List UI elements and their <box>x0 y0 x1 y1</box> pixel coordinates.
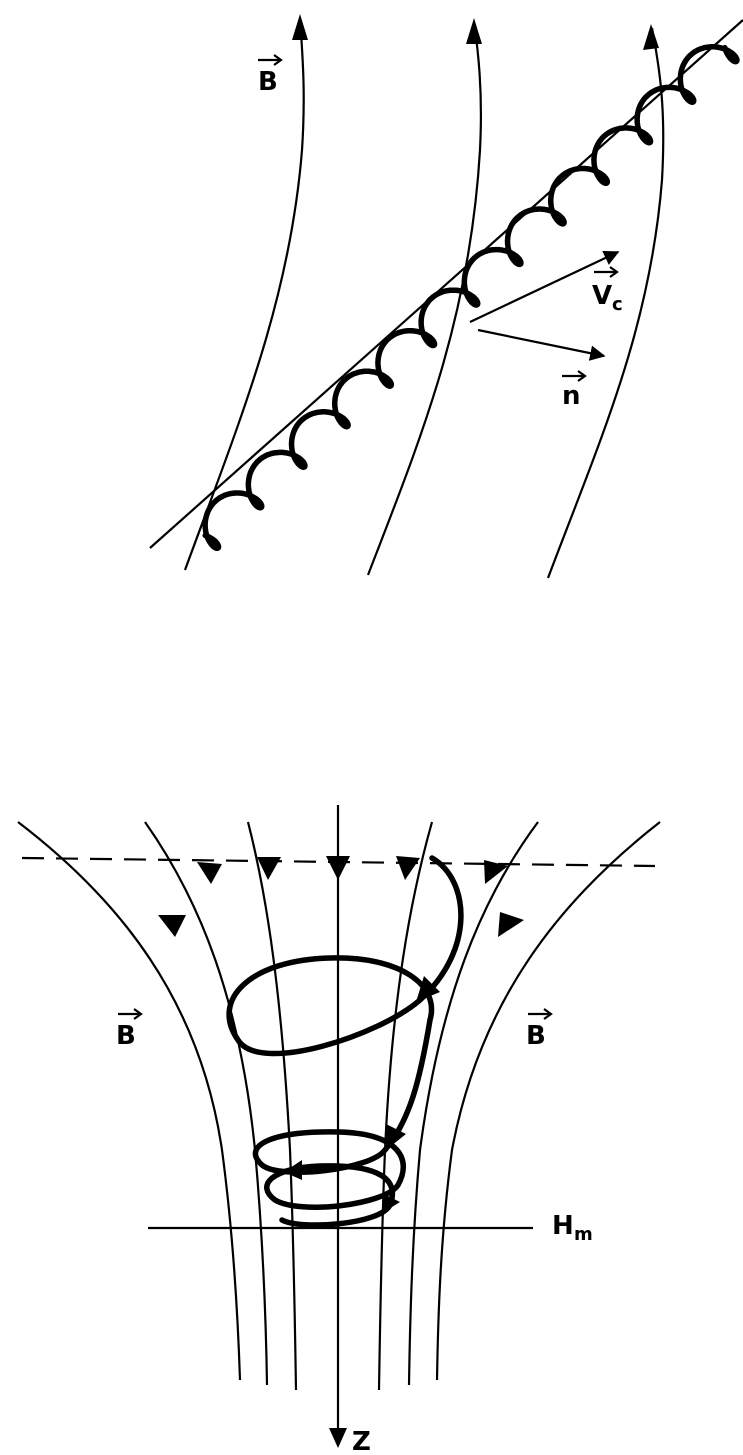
z-axis-arrowhead <box>329 1428 347 1448</box>
field-line-left-2 <box>144 821 269 1386</box>
vc-label-text: V <box>592 281 612 311</box>
field-arrow-4 <box>326 856 350 880</box>
field-line-left-3 <box>246 821 298 1391</box>
field-arrow-3 <box>257 857 281 880</box>
field-line-3-arrow <box>643 24 659 50</box>
field-line-outer-left <box>17 821 242 1381</box>
helical-trajectory <box>202 44 740 552</box>
field-line-2 <box>366 21 482 576</box>
trajectory-arrow-2 <box>386 1124 406 1150</box>
trajectory-arrow-1 <box>416 976 440 1002</box>
field-line-2-arrow <box>466 18 482 44</box>
b-label-left: B <box>116 1008 143 1051</box>
b-label-top-text: B <box>258 67 278 97</box>
hm-label-subscript: m <box>574 1224 593 1245</box>
field-arrow-1 <box>158 915 186 937</box>
hm-label-text: H <box>552 1211 574 1241</box>
field-arrow-2 <box>197 862 222 884</box>
trajectory-arrow-4 <box>284 1160 302 1180</box>
field-line-1 <box>183 17 305 571</box>
b-label-left-text: B <box>116 1021 136 1051</box>
top-diagram: B V c n <box>149 14 743 579</box>
guiding-center-line <box>149 19 743 549</box>
field-arrow-6 <box>484 860 508 884</box>
n-vector <box>477 328 606 361</box>
b-label-top: B <box>258 54 283 97</box>
field-line-right-2 <box>407 821 539 1386</box>
field-arrow-7 <box>498 912 524 937</box>
z-label: Z <box>352 1427 371 1455</box>
vc-label-subscript: c <box>612 294 623 315</box>
vc-label: V c <box>592 266 623 315</box>
bottom-diagram: B B H m Z <box>17 805 661 1455</box>
n-label-text: n <box>562 381 581 411</box>
field-line-3 <box>546 27 665 579</box>
field-line-outer-right <box>435 821 661 1381</box>
hm-label: H m <box>552 1211 593 1245</box>
field-line-1-arrow <box>292 14 308 40</box>
spiral-trajectory <box>226 855 464 1228</box>
field-arrow-5 <box>396 856 420 880</box>
field-line-right-3 <box>377 821 434 1391</box>
b-label-right-text: B <box>526 1021 546 1051</box>
vc-vector <box>469 250 620 323</box>
n-label: n <box>562 370 587 411</box>
trajectory-arrow-3 <box>384 1194 400 1212</box>
b-label-right: B <box>526 1008 553 1051</box>
